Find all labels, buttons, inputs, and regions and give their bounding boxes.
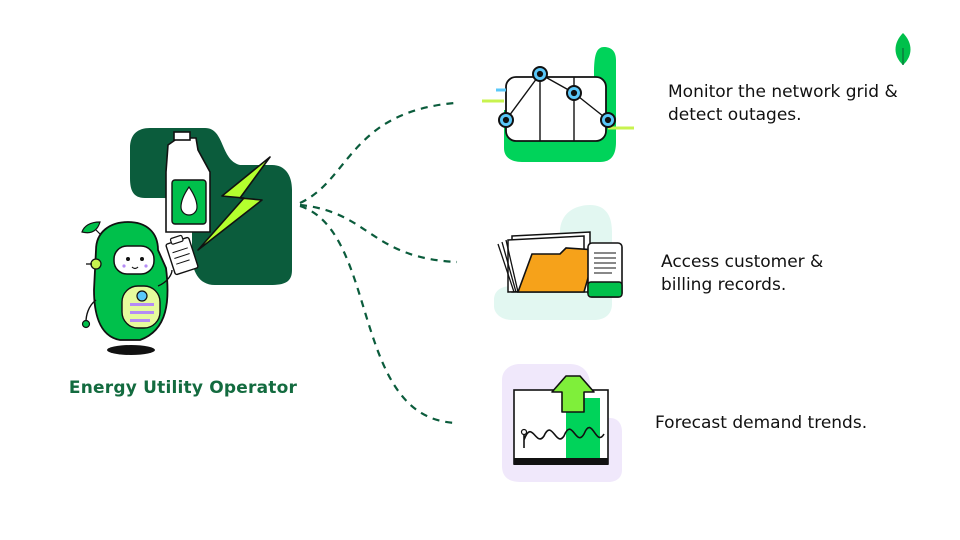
- connector-to-forecast: [299, 204, 458, 425]
- canister-icon: [165, 131, 211, 233]
- droplet-icon: [180, 185, 198, 216]
- capability-records-text: Access customer & billing records.: [661, 252, 824, 295]
- clipboard-icon: [165, 234, 199, 276]
- folder-records-icon: [494, 205, 623, 320]
- network-grid-icon: [482, 47, 634, 162]
- connector-to-monitor: [299, 101, 456, 204]
- robot-shadow: [107, 345, 155, 355]
- operator-illustration: [81, 128, 292, 355]
- capability-monitor-text: Monitor the network grid & detect outage…: [668, 82, 898, 125]
- capability-forecast-text: Forecast demand trends.: [655, 413, 868, 433]
- robot-character: [81, 221, 173, 341]
- leaf-logo-icon: [895, 33, 911, 65]
- demand-chart-icon: [502, 364, 622, 482]
- connector-to-records: [299, 203, 458, 264]
- connectors: [299, 101, 458, 425]
- up-arrow-icon: [551, 375, 595, 413]
- lightning-bolt-icon: [197, 156, 271, 251]
- operator-title: Energy Utility Operator: [68, 378, 298, 398]
